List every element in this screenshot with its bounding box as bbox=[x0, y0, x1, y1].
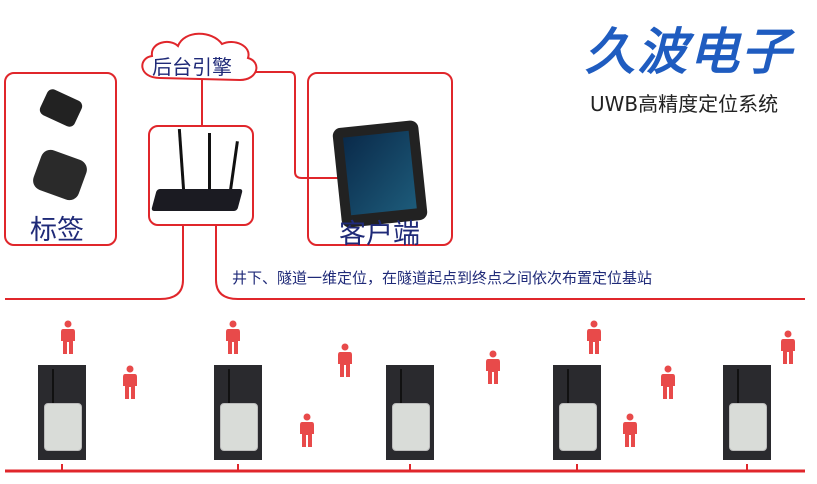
station-case bbox=[220, 403, 258, 451]
station-tick bbox=[237, 464, 239, 471]
base-station bbox=[723, 365, 771, 460]
station-antenna bbox=[400, 369, 402, 411]
station-case bbox=[392, 403, 430, 451]
station-tick bbox=[409, 464, 411, 471]
person-icon bbox=[485, 350, 501, 384]
station-tick bbox=[746, 464, 748, 471]
caption: 井下、隧道一维定位，在隧道起点到终点之间依次布置定位基站 bbox=[232, 269, 653, 287]
engine-label: 后台引擎 bbox=[152, 55, 232, 79]
station-case bbox=[559, 403, 597, 451]
router-antenna bbox=[208, 133, 211, 195]
base-station bbox=[386, 365, 434, 460]
station-antenna bbox=[737, 369, 739, 411]
base-station bbox=[38, 365, 86, 460]
station-tick bbox=[61, 464, 63, 471]
tablet-screen bbox=[342, 130, 417, 216]
router-right-line bbox=[215, 225, 805, 300]
router-antenna bbox=[177, 128, 186, 192]
tag-device-large bbox=[30, 147, 90, 203]
brand-logo: 久波电子 bbox=[585, 23, 793, 81]
station-case bbox=[44, 403, 82, 451]
base-station bbox=[553, 365, 601, 460]
person-icon bbox=[622, 413, 638, 447]
station-antenna bbox=[52, 369, 54, 411]
person-icon bbox=[225, 320, 241, 354]
cloud-shape bbox=[141, 32, 258, 82]
tags-label: 标签 bbox=[30, 215, 84, 246]
base-station bbox=[214, 365, 262, 460]
router-box bbox=[148, 125, 254, 226]
router-body bbox=[151, 189, 243, 211]
person-icon bbox=[299, 413, 315, 447]
tags-box: 标签 bbox=[4, 72, 117, 246]
person-icon bbox=[780, 330, 796, 364]
person-icon bbox=[60, 320, 76, 354]
client-box: 客户端 bbox=[307, 72, 453, 250]
station-antenna bbox=[567, 369, 569, 411]
person-icon bbox=[586, 320, 602, 354]
tag-device-small bbox=[37, 87, 85, 129]
station-antenna bbox=[228, 369, 230, 411]
brand-subtitle: UWB高精度定位系统 bbox=[590, 92, 779, 116]
router-left-line bbox=[5, 225, 184, 300]
station-case bbox=[729, 403, 767, 451]
person-icon bbox=[660, 365, 676, 399]
person-icon bbox=[337, 343, 353, 377]
person-icon bbox=[122, 365, 138, 399]
station-tick bbox=[576, 464, 578, 471]
client-label: 客户端 bbox=[339, 219, 420, 250]
